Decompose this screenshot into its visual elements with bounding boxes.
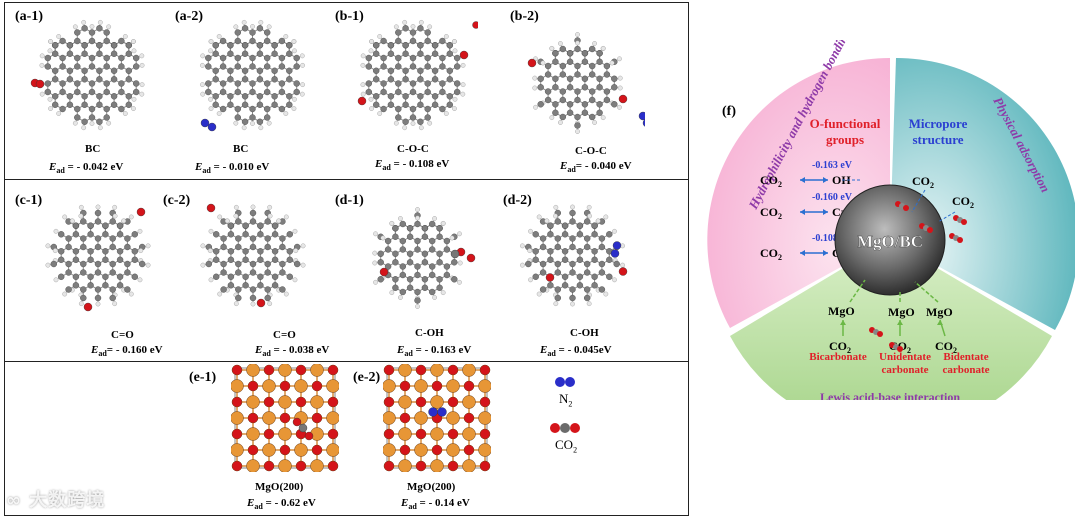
molecule-coh-d2 [520,204,628,307]
co2-label: CO2 [760,205,782,221]
watermark: ∞ 大数跨境 [6,490,106,511]
energy-d2: Ead = - 0.045eV [540,344,612,359]
panel-label-b2: (b-2) [510,9,539,24]
sector-lewis [730,240,1052,400]
panel-label-b1: (b-1) [335,9,364,24]
co2-legend-label: CO2 [555,437,578,455]
caption-a2: BC [233,143,249,155]
energy-d1: Ead = - 0.163 eV [397,344,472,359]
energy-label: -0.160 eV [812,192,853,203]
n2-legend-icon [555,377,575,387]
caption-d2: C-OH [570,327,599,339]
energy-a2: Ead = - 0.010 eV [195,161,270,176]
molecule-co-c2 [200,203,306,308]
bicarbonate-label: Bicarbonate [809,351,867,363]
panel-label-f: (f) [722,104,736,119]
panel-label-d2: (d-2) [503,193,532,208]
panel-label-a2: (a-2) [175,9,203,24]
ofunctional-row: -0.163 eV CO2 OH [760,160,860,189]
molecule-coc-b1 [357,19,478,131]
molecule-bc-a1 [30,19,145,131]
energy-c2: Ead = - 0.038 eV [255,344,330,359]
caption-b1: C-O-C [397,143,429,155]
energy-label: -0.108 eV [812,233,853,244]
panel-label-c1: (c-1) [15,193,43,208]
n2-legend-label: N2 [559,391,573,409]
molecule-coc-b2 [527,32,645,134]
caption-a1: BC [85,143,101,155]
mgo-bc-particle [834,184,946,296]
mgo-label-1: MgO [828,304,855,318]
lewis-co2-1: CO2 [829,339,851,355]
panel-label-d1: (d-1) [335,193,364,208]
energy-label: -0.163 eV [812,160,853,171]
caption-d1: C-OH [415,327,444,339]
energy-c1: Ead= - 0.160 eV [91,344,163,359]
panel-label-c2: (c-2) [163,193,191,208]
mgo-slab-e1 [231,364,339,472]
caption-c1: C=O [111,329,134,341]
co2-label: CO2 [760,246,782,262]
molecule-co-c1 [45,204,151,312]
interaction-arrows [840,189,967,352]
mechanism-diagram-f: (f) Hydrophilicity and hydrogen bonding … [707,40,1075,400]
mgo-label-2: MgO [888,305,915,319]
energy-e1: Ead = - 0.62 eV [247,497,316,512]
energy-b2: Ead= - 0.040 eV [560,160,632,175]
caption-e2: MgO(200) [407,481,456,493]
caption-e1: MgO(200) [255,481,304,493]
mgo-slab-e2 [383,364,491,472]
micropore-co2-2: CO2 [952,194,974,210]
caption-c2: C=O [273,329,296,341]
co2-label: CO2 [760,173,782,189]
molecule-coh-d1 [372,207,476,309]
energy-b1: Ead = - 0.108 eV [375,158,450,173]
micropore-co2-1: CO2 [912,174,934,190]
group-label: OH [832,173,851,187]
sector-title-lewis: Lewis acid-base interaction [820,390,960,400]
left-figure-panel: (a-1) (a-2) (b-1) (b-2) BC Ead = - 0.042… [4,2,689,516]
caption-b2: C-O-C [575,145,607,157]
energy-e2: Ead = - 0.14 eV [401,497,470,512]
mgo-label-3: MgO [926,305,953,319]
panel-label-a1: (a-1) [15,9,43,24]
panel-label-e2: (e-2) [353,370,381,385]
panel-label-e1: (e-1) [189,370,217,385]
co2-legend-icon [550,423,580,433]
lewis-co2-3: CO2 [935,339,957,355]
energy-a1: Ead = - 0.042 eV [49,161,124,176]
row-separator [5,179,688,180]
row-separator [5,361,688,362]
molecule-bc-a2 [200,19,305,132]
center-label: MgO/BC [857,232,923,251]
